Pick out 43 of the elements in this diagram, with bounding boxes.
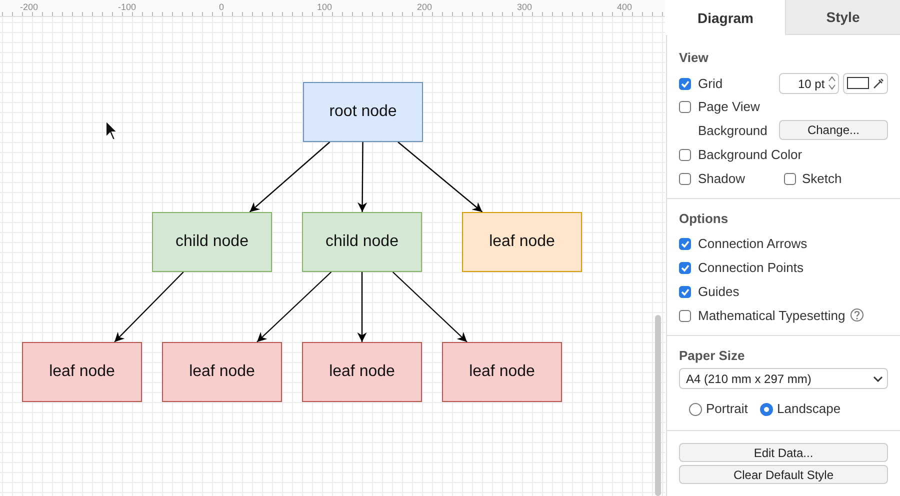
dropdown-select: A4 (210 mm x 297 mm) [679,368,888,389]
checkbox-label: Connection Points [698,260,804,275]
section-heading: Paper Size [679,348,745,363]
ruler-number: -200 [20,2,38,12]
checkbox-label: Page View [698,99,760,114]
tree-node: leaf node [302,342,422,402]
radio-label: Portrait [706,401,748,416]
radio-label: Landscape [777,401,841,416]
checkbox-label: Background Color [698,147,802,162]
ruler-number: 200 [417,2,432,12]
tree-node: leaf node [162,342,282,402]
arrow [249,142,330,212]
ruler-number: -100 [118,2,136,12]
button: Clear Default Style [679,465,888,484]
number-field: 10 pt [779,73,839,94]
arrow [358,142,368,212]
tree-node: root node [303,82,423,142]
tree-node: leaf node [442,342,562,402]
arrow [392,272,468,342]
checkbox-label: Guides [698,284,740,299]
ruler-number: 0 [219,2,224,12]
checkbox-label: Grid [698,76,723,91]
button: Change... [779,120,888,140]
checkbox-label: Shadow [698,171,745,186]
field-label: Background [698,123,768,138]
button: Edit Data... [679,443,888,462]
section-heading: Options [679,211,728,226]
tree-node: leaf node [22,342,142,402]
checkbox-label: Connection Arrows [698,236,808,251]
ruler-number: 300 [517,2,532,12]
tree-node: child node [152,212,272,272]
tab: Style [785,0,900,35]
arrow [398,142,483,212]
arrow [114,272,184,342]
checkbox-label: Mathematical Typesetting [698,308,846,323]
checkbox-label: Sketch [802,171,842,186]
arrow [357,272,367,342]
tree-node: leaf node [462,212,582,272]
section-heading: View [679,50,708,65]
ruler-number: 100 [317,2,332,12]
arrow [256,272,332,342]
ruler-number: 400 [617,2,632,12]
tree-node: child node [302,212,422,272]
